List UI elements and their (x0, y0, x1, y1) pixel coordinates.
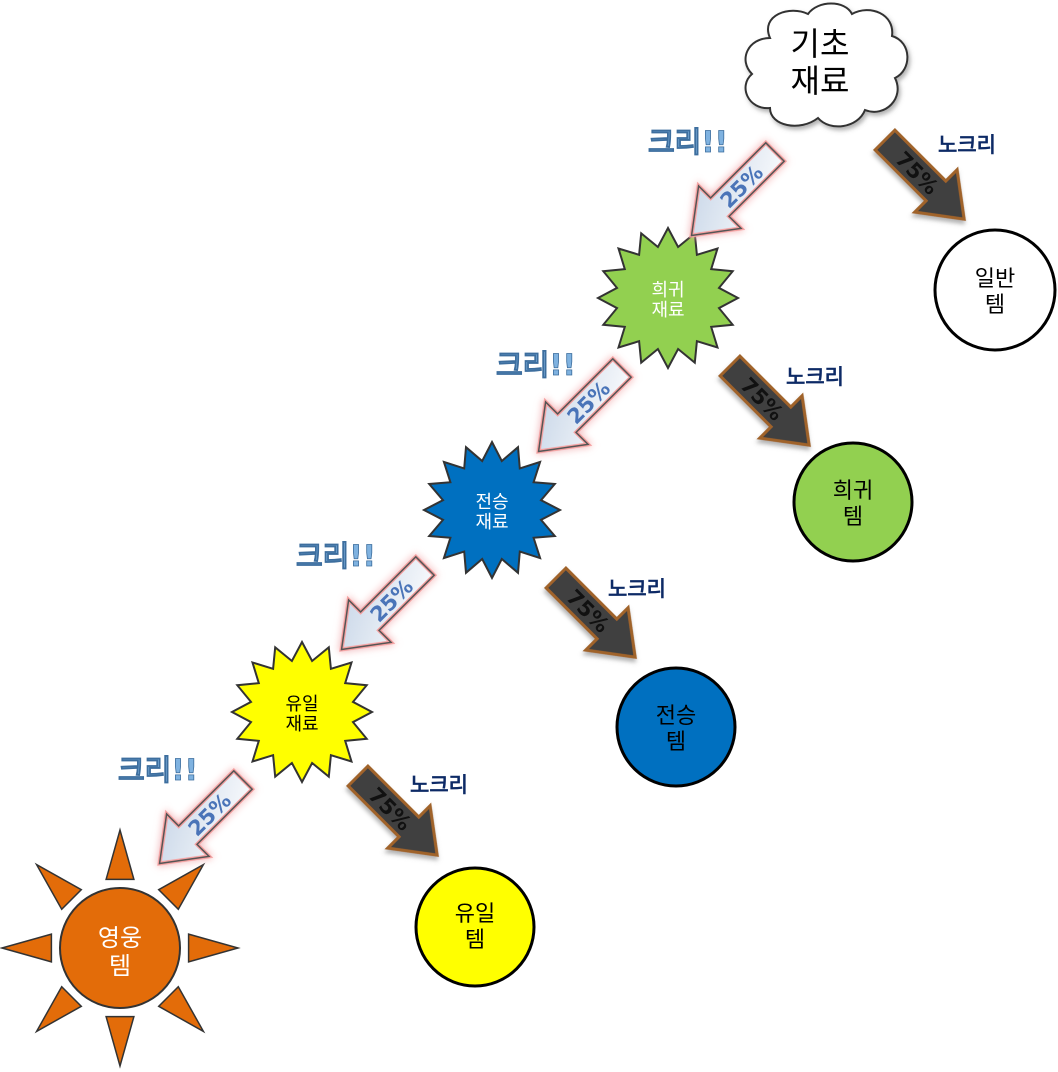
base-material-line1: 기초 (791, 25, 850, 63)
sun-ray (34, 985, 83, 1034)
sun-ray (105, 1015, 135, 1069)
hero-item-line2: 템 (109, 952, 131, 980)
sun-ray (105, 827, 135, 881)
legendary-material-node: 전승 재료 (421, 439, 563, 581)
unique-item-node: 유일 템 (414, 866, 536, 988)
nocrit-arrow-shape (872, 127, 966, 221)
legendary-material-line1: 전승 (475, 492, 508, 513)
crit-label-1: 크리!! (648, 125, 728, 159)
legendary-item-node: 전승 템 (615, 666, 737, 788)
normal-item-line1: 일반 (975, 267, 1015, 292)
rare-material-starburst (595, 225, 741, 371)
sun-ray (187, 933, 241, 963)
hero-item-circle (59, 887, 181, 1009)
rare-material-line2: 재료 (651, 300, 684, 321)
nocrit-arrow-shape (717, 353, 811, 447)
nocrit-label-3: 노크리 (608, 577, 666, 601)
nocrit-arrow-shape (543, 565, 637, 659)
base-material-line2: 재료 (791, 62, 850, 100)
unique-item-line1: 유일 (455, 902, 495, 927)
sun-ray (34, 862, 83, 911)
normal-item-node: 일반 템 (933, 228, 1057, 352)
rare-item-line1: 희귀 (833, 479, 873, 504)
nocrit-arrow-3: 75% (543, 565, 637, 659)
rare-item-node: 희귀 템 (792, 441, 914, 563)
nocrit-label-1: 노크리 (938, 133, 996, 157)
normal-item-circle (933, 228, 1057, 352)
legendary-item-line2: 템 (666, 730, 686, 755)
legendary-material-starburst (421, 439, 563, 581)
legendary-item-circle (615, 666, 737, 788)
normal-item-line2: 템 (985, 293, 1005, 318)
unique-item-circle (414, 866, 536, 988)
rare-item-circle (792, 441, 914, 563)
sun-rays-icon (0, 827, 241, 1069)
nocrit-label-4: 노크리 (410, 773, 468, 797)
unique-material-node: 유일 재료 (229, 639, 375, 785)
rare-material-node: 희귀 재료 (595, 225, 741, 371)
crit-label-3: 크리!! (296, 539, 376, 573)
hero-item-line1: 영웅 (98, 924, 142, 952)
legendary-material-line2: 재료 (475, 512, 508, 533)
sun-ray (157, 862, 206, 911)
crit-label-4: 크리!! (118, 753, 198, 787)
hero-item-node: 영웅 템 (0, 827, 241, 1069)
sun-ray (0, 933, 53, 963)
sun-ray (157, 985, 206, 1034)
unique-material-line1: 유일 (285, 694, 318, 715)
nocrit-arrow-2: 75% (717, 353, 811, 447)
base-material-node: 기초 재료 (744, 2, 909, 128)
legendary-item-line1: 전승 (656, 704, 696, 729)
nocrit-label-2: 노크리 (786, 365, 844, 389)
crit-label-2: 크리!! (496, 348, 576, 382)
unique-material-line2: 재료 (285, 714, 318, 735)
rare-material-line1: 희귀 (651, 280, 684, 301)
cloud-icon (744, 2, 909, 128)
rare-item-line2: 템 (843, 505, 863, 530)
unique-item-line2: 템 (465, 928, 485, 953)
nocrit-arrow-shape (345, 763, 439, 857)
unique-material-starburst (229, 639, 375, 785)
